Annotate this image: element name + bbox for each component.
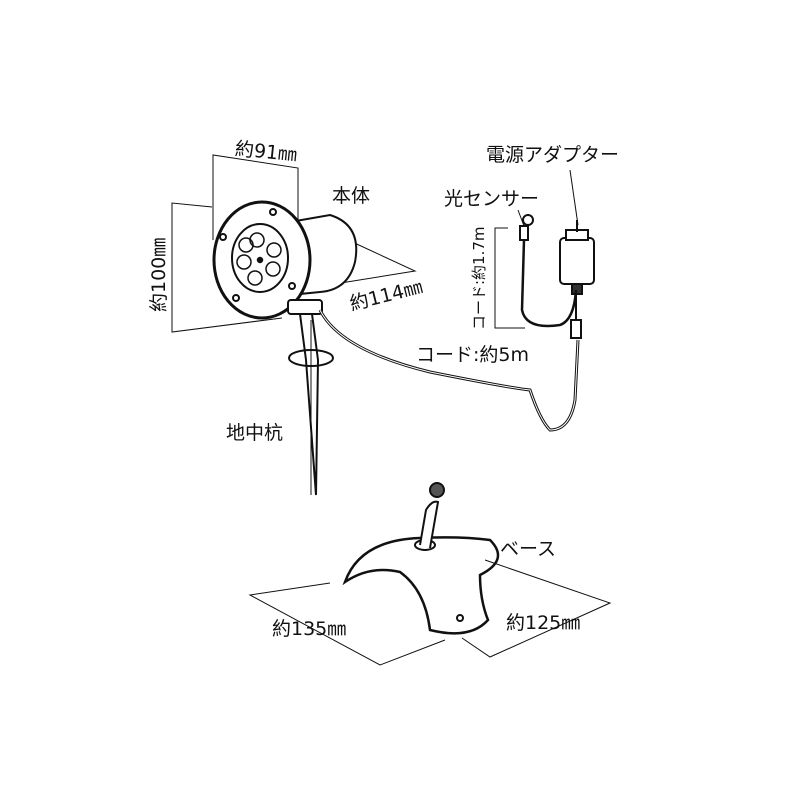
dimension-lines-body [171,154,417,333]
base-label: ベース [500,538,557,560]
ground-stake-label: 地中杭 [226,422,284,444]
ground-stake-icon [287,299,334,496]
base-width-label: 約135㎜ [272,618,347,640]
body-label: 本体 [332,185,371,207]
projector-body-icon [212,200,358,320]
dimension-lines-base [248,559,612,666]
power-adapter-icon [559,169,595,339]
light-sensor-icon [494,209,578,329]
base-depth-label: 約125㎜ [506,612,581,634]
light-sensor-label: 光センサー [444,188,540,210]
main-cord-label: コード:約5m [416,344,529,366]
power-adapter-label: 電源アダプター [486,144,620,166]
sensor-cord-label: コード:約1.7m [470,226,488,330]
main-cord [318,309,580,432]
height-dimension-label: 約100㎜ [148,237,170,312]
base-icon [342,482,500,635]
